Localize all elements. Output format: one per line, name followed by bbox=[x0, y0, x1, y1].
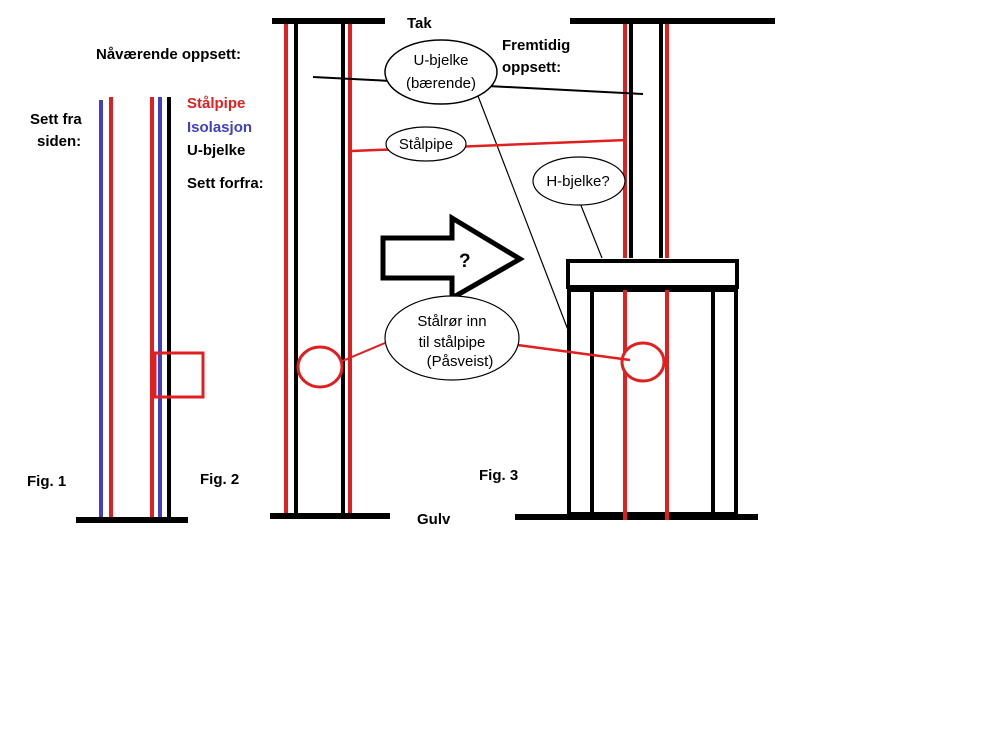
label-floor: Gulv bbox=[417, 511, 451, 528]
leader-tube-left bbox=[339, 339, 393, 363]
arrow-icon bbox=[380, 213, 525, 303]
fig1-tube-box bbox=[153, 351, 205, 399]
callout-u-beam-ellipse bbox=[384, 39, 498, 105]
callout-h-beam-ellipse bbox=[532, 156, 626, 206]
callout-tube-ellipse bbox=[384, 295, 520, 381]
label-front-view: Sett forfra: bbox=[187, 175, 264, 192]
label-side-view-1: Sett fra bbox=[30, 111, 82, 128]
legend-insulation: Isolasjon bbox=[187, 119, 252, 136]
legend-steel-pipe: Stålpipe bbox=[187, 95, 245, 112]
fig3-future-setup bbox=[515, 18, 775, 520]
label-future-setup-1: Fremtidig bbox=[502, 37, 570, 54]
callout-u-beam-line2: (bærende) bbox=[406, 75, 476, 92]
callout-steel-pipe-ellipse bbox=[385, 126, 467, 162]
callout-h-beam: H-bjelke? bbox=[546, 173, 609, 190]
fig3-h-beam-plate bbox=[566, 259, 739, 289]
callout-tube-line1: Stålrør inn bbox=[417, 313, 486, 330]
label-future-setup-2: oppsett: bbox=[502, 59, 561, 76]
label-fig3: Fig. 3 bbox=[479, 467, 518, 484]
fig2-front-view bbox=[270, 18, 390, 519]
label-question: ? bbox=[459, 251, 471, 272]
leader-h-beam bbox=[579, 202, 603, 259]
label-current-setup: Nåværende oppsett: bbox=[96, 46, 241, 63]
fig1-side-view bbox=[76, 97, 205, 523]
label-fig1: Fig. 1 bbox=[27, 473, 66, 490]
callout-steel-pipe: Stålpipe bbox=[399, 136, 453, 153]
fig2-tube-circle bbox=[296, 345, 344, 389]
legend-u-beam: U-bjelke bbox=[187, 142, 245, 159]
leader-u-beam-down bbox=[477, 95, 569, 331]
label-side-view-2: siden: bbox=[37, 133, 81, 150]
label-roof: Tak bbox=[407, 15, 432, 32]
leader-tube-right bbox=[509, 342, 631, 362]
callout-u-beam-line1: U-bjelke bbox=[413, 52, 468, 69]
fig3-tube-circle bbox=[620, 341, 666, 383]
fig3-lower-box bbox=[567, 288, 738, 516]
callout-tube-line3: (Påsveist) bbox=[427, 353, 494, 370]
callout-tube-line2: til stålpipe bbox=[419, 334, 486, 351]
label-fig2: Fig. 2 bbox=[200, 471, 239, 488]
